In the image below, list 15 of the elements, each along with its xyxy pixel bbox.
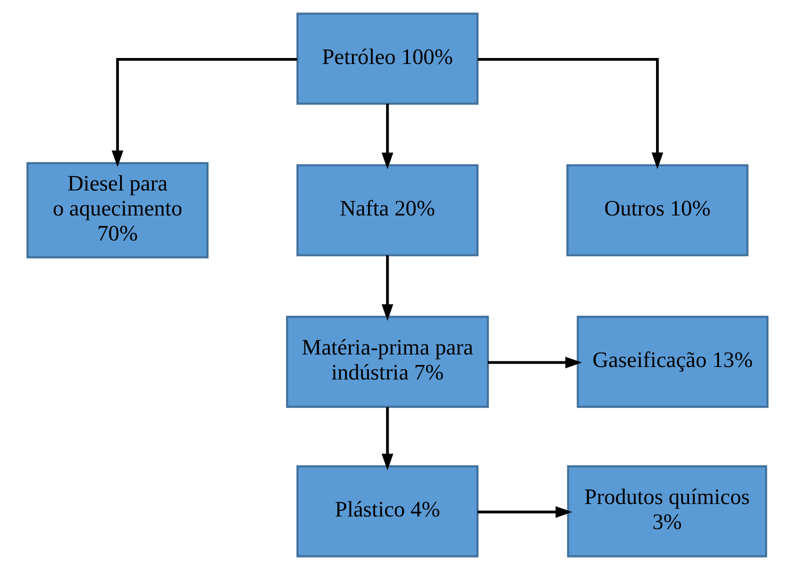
node-box: Gaseificação 13% <box>576 316 768 408</box>
node-box: Diesel para o aquecimento 70% <box>26 162 209 258</box>
arrow <box>382 407 394 470</box>
arrow <box>112 58 298 168</box>
node-box: Plástico 4% <box>296 465 478 558</box>
arrow <box>488 356 582 368</box>
arrow <box>382 104 394 170</box>
arrow <box>478 58 664 170</box>
arrow <box>382 255 394 321</box>
node-box: Produtos químicos 3% <box>567 465 768 558</box>
node-box: Nafta 20% <box>296 164 478 256</box>
node-box: Petróleo 100% <box>296 12 478 105</box>
node-box: Matéria-prima para indústria 7% <box>286 316 489 408</box>
arrow <box>477 506 572 518</box>
node-box: Outros 10% <box>566 164 748 256</box>
